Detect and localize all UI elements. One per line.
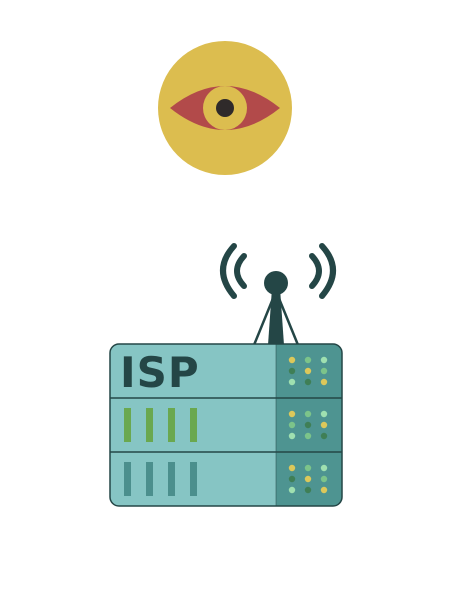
led (288, 356, 296, 364)
led (304, 432, 312, 440)
antenna-strut-right (276, 295, 300, 346)
signal-wave-right-inner (309, 253, 322, 289)
status-bar (190, 462, 197, 496)
server-outline (109, 343, 343, 507)
led (304, 356, 312, 364)
led (304, 410, 312, 418)
server-unit-1-leds (288, 356, 328, 386)
led (304, 378, 312, 386)
antenna-mast (268, 288, 284, 345)
led (288, 410, 296, 418)
status-bar (190, 408, 197, 442)
led (320, 378, 328, 386)
led (288, 378, 296, 386)
led (320, 486, 328, 494)
led (304, 421, 312, 429)
status-bar (168, 462, 175, 496)
server-unit-2-leds (288, 410, 328, 440)
status-bar (168, 408, 175, 442)
antenna-icon (220, 243, 336, 346)
antenna-strut-left (252, 295, 276, 346)
led (304, 475, 312, 483)
eye-icon (158, 41, 292, 175)
led (304, 367, 312, 375)
led (320, 410, 328, 418)
led (320, 367, 328, 375)
server-rack-icon (109, 343, 343, 507)
led (320, 464, 328, 472)
led (320, 421, 328, 429)
status-bar (124, 408, 131, 442)
led (288, 367, 296, 375)
status-bar (146, 462, 153, 496)
led (320, 432, 328, 440)
status-bar (146, 408, 153, 442)
led (288, 421, 296, 429)
server-unit-3-leds (288, 464, 328, 494)
eye-pupil (216, 99, 234, 117)
signal-wave-right-outer (319, 243, 336, 299)
led (288, 432, 296, 440)
led (288, 464, 296, 472)
isp-label: ISP (120, 348, 200, 397)
led (304, 464, 312, 472)
led (288, 475, 296, 483)
server-unit-2-bars (124, 408, 197, 442)
signal-wave-left-inner (234, 253, 247, 289)
server-unit-3-bars (124, 462, 197, 496)
antenna-tip (264, 271, 288, 295)
led (320, 356, 328, 364)
status-bar (124, 462, 131, 496)
signal-wave-left-outer (220, 243, 237, 299)
led (288, 486, 296, 494)
led (304, 486, 312, 494)
led (320, 475, 328, 483)
